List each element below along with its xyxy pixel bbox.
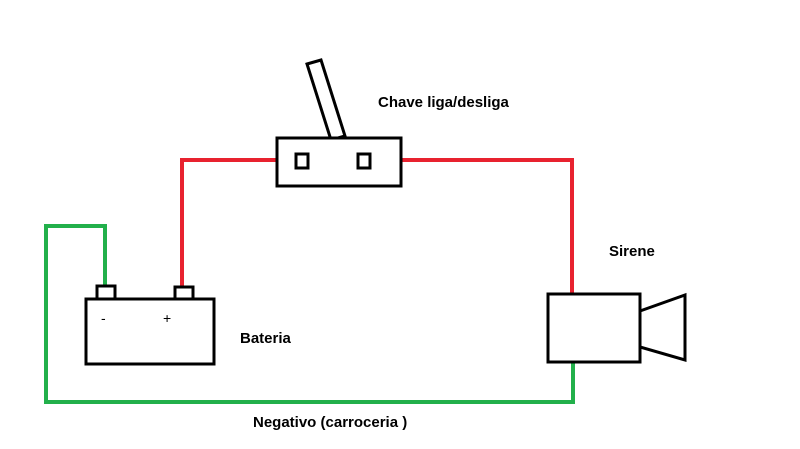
siren-horn [638,292,687,362]
siren-body [546,292,642,364]
positive-wire-switch-to-siren [399,158,574,294]
battery-terminal-negative [95,284,117,301]
battery-positive-sign: + [163,310,172,326]
siren-label: Sirene [609,243,655,260]
battery-body [84,297,216,366]
switch-lever [305,58,347,142]
switch-body [275,136,403,188]
switch-label: Chave liga/desliga [378,94,509,111]
negative-wire-battery-ground [44,224,575,404]
battery-label: Bateria [240,330,291,347]
ground-label: Negativo (carroceria ) [253,414,408,431]
siren [546,292,687,364]
switch-terminal-left [294,152,310,170]
toggle-switch [275,58,403,188]
switch-terminal-right [356,152,372,170]
positive-wire-battery-to-switch [180,158,279,290]
battery [84,284,216,366]
battery-negative-sign: - [101,310,106,326]
battery-terminal-positive [173,285,195,301]
